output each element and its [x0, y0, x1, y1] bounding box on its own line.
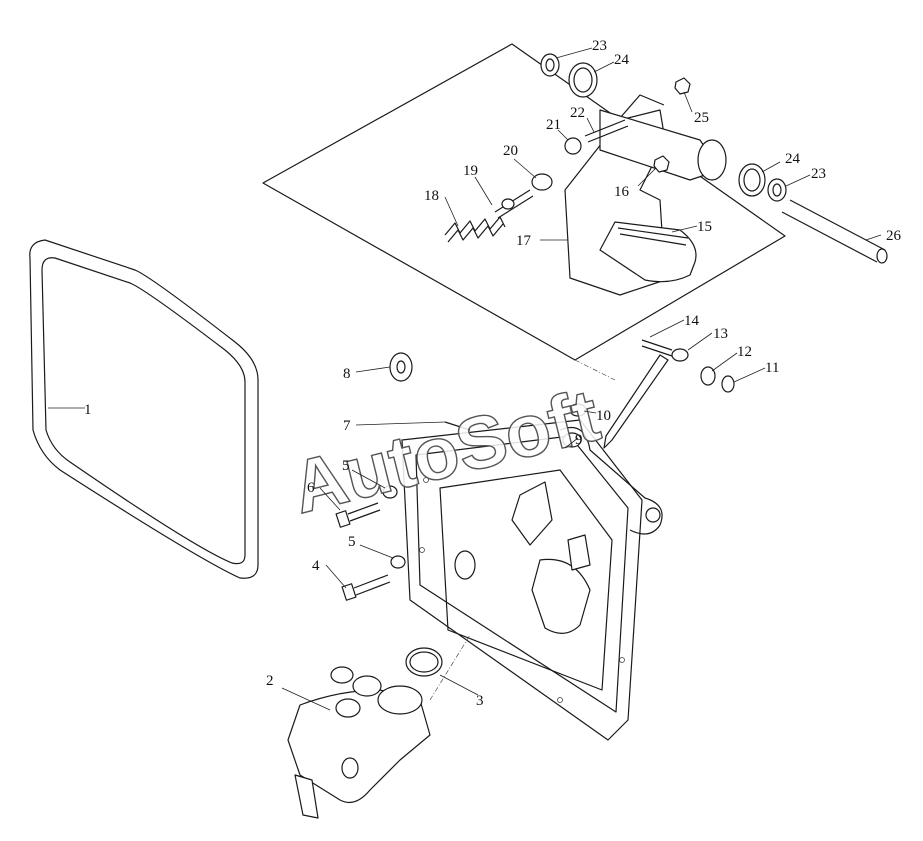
callout-24-lower: 24: [785, 151, 801, 167]
washer-23-upper: [540, 53, 560, 77]
o-ring: [405, 647, 443, 677]
bolt-22: [584, 119, 629, 143]
bearing-24-lower: [738, 163, 766, 197]
pedal-shaft: [781, 199, 888, 264]
bushing-9: [562, 432, 582, 448]
callout-23-lower: 23: [811, 166, 826, 182]
callout-12: 12: [737, 344, 752, 360]
nut-16: [653, 155, 670, 173]
spring-18: [444, 216, 506, 243]
callout-7: 7: [343, 418, 351, 434]
ball-21: [564, 137, 582, 155]
callout-11: 11: [765, 360, 779, 376]
callout-18: 18: [424, 188, 439, 204]
callout-15: 15: [697, 219, 712, 235]
callout-23-upper: 23: [592, 38, 607, 54]
callout-19: 19: [463, 163, 478, 179]
pedal-assembly-boundary: [262, 43, 786, 361]
pushrod-assembly: [603, 339, 735, 449]
nut-25: [674, 77, 691, 95]
callout-2: 2: [266, 673, 274, 689]
callout-5-lower: 5: [348, 534, 356, 550]
bushing-10: [569, 403, 587, 417]
washer-5-upper: [382, 485, 398, 499]
callout-22: 22: [570, 105, 585, 121]
callout-4: 4: [312, 558, 320, 574]
valve-body: [287, 666, 431, 819]
pedal-pad: [599, 221, 697, 283]
washer-8: [389, 352, 413, 382]
callout-1: 1: [84, 402, 92, 418]
internal-lever: [454, 481, 591, 634]
callout-21: 21: [546, 117, 561, 133]
callout-14: 14: [684, 313, 700, 329]
callout-25: 25: [694, 110, 709, 126]
bolt-4: [341, 574, 391, 601]
washer-23-lower: [767, 178, 787, 202]
callout-20: 20: [503, 143, 518, 159]
bolt-6: [335, 502, 381, 528]
callout-26: 26: [886, 228, 902, 244]
washer-5-lower: [390, 555, 406, 569]
callout-13: 13: [713, 326, 728, 342]
callout-6: 6: [307, 480, 315, 496]
pedal-hub: [599, 109, 727, 181]
callout-17: 17: [516, 233, 532, 249]
callout-5-upper: 5: [342, 458, 350, 474]
callout-3: 3: [476, 693, 484, 709]
callout-24-upper: 24: [614, 52, 630, 68]
callout-10: 10: [596, 408, 611, 424]
callout-9: 9: [575, 432, 583, 448]
pin-7: [444, 421, 471, 431]
cover-plate: [401, 419, 663, 741]
gasket-frame: [29, 239, 259, 579]
callout-8: 8: [343, 366, 351, 382]
rod-19-20: [494, 173, 553, 219]
callout-16: 16: [614, 184, 630, 200]
leader-lines: [48, 47, 882, 711]
callout-labels: 1 2 3 4 5 5 6 7 8 9 10 11 12 13 14 15 16…: [84, 38, 902, 709]
